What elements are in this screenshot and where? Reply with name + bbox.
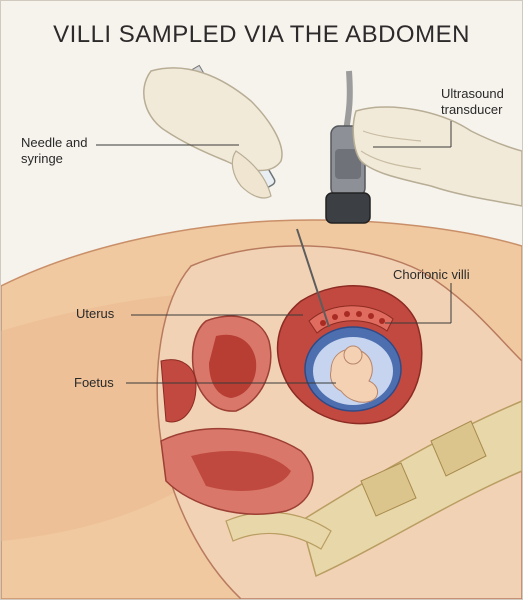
transducer-cable <box>346 71 350 131</box>
label-chorionic-villi: Chorionic villi <box>393 267 470 283</box>
right-gloved-hand <box>353 107 522 206</box>
label-ultrasound-transducer: Ultrasound transducer <box>441 86 519 118</box>
foetus-head <box>344 346 362 364</box>
left-gloved-hand <box>144 68 282 171</box>
label-foetus: Foetus <box>74 375 114 391</box>
label-uterus: Uterus <box>76 306 114 322</box>
label-needle-and-syringe: Needle and syringe <box>21 135 131 167</box>
transducer-head <box>326 193 370 223</box>
